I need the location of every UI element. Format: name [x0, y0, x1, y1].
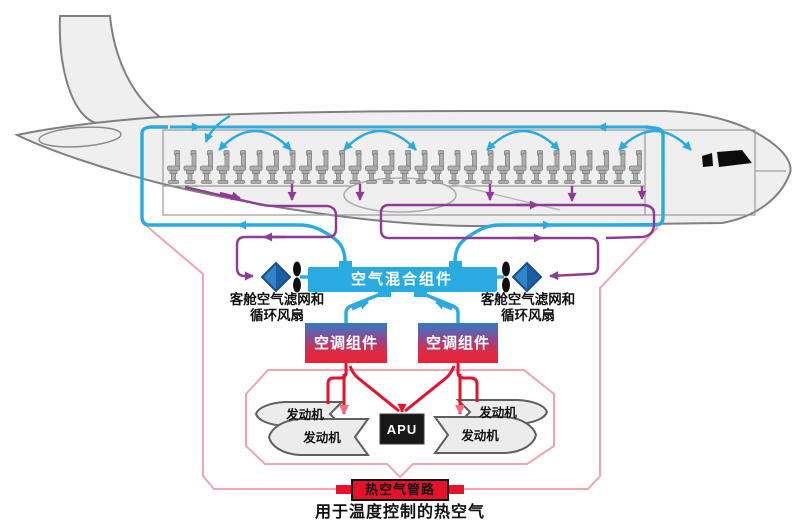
recirc-forward-path [379, 203, 644, 281]
bleed-air-lines [326, 363, 479, 415]
ac-pack-left-label: 空调组件 [314, 334, 378, 352]
engine-left-upper-label: 发动机 [285, 407, 324, 422]
mixing-unit-label: 空气混合组件 [351, 270, 453, 288]
ac-pack-left-box [305, 323, 387, 363]
right-filter-fan: 客舱空气滤网和 循环风扇 [480, 261, 576, 323]
engine-right-lower-label: 发动机 [460, 428, 499, 443]
cockpit-windows [702, 150, 752, 167]
cabin-airflow-arc [204, 114, 231, 143]
filter-icon [511, 261, 543, 293]
recirc-air-lines [184, 184, 656, 281]
cabin-airflow-arc [486, 129, 560, 151]
left-filter-label-line1: 客舱空气滤网和 [229, 291, 325, 307]
recirc-rear-path [184, 185, 338, 281]
air-mixing-unit: 空气混合组件 [308, 261, 497, 297]
left-filter-fan: 客舱空气滤网和 循环风扇 [229, 261, 325, 323]
engine-left-lower-label: 发动机 [302, 430, 341, 445]
ac-pack-right-label: 空调组件 [426, 334, 490, 352]
fan-icon [293, 261, 301, 293]
cabin-airflow-arc [343, 129, 417, 151]
pack-pipe-right [420, 291, 460, 323]
engines [254, 399, 549, 456]
engine-right-lower [433, 416, 538, 454]
mixing-unit-box [308, 267, 497, 292]
apu: APU [379, 413, 425, 445]
engine-left-lower [267, 418, 370, 456]
horizontal-stabilizer [38, 126, 122, 148]
trim-air-left-right-path [142, 222, 659, 490]
left-filter-label-line2: 循环风扇 [250, 307, 304, 323]
hot-air-duct-label: 热空气管路 [365, 482, 435, 497]
hot-air-duct: 热空气管路 用于温度控制的热空气 [315, 479, 485, 521]
apu-box [379, 413, 425, 445]
ac-pack-right-box [418, 323, 498, 363]
wing-fairing [343, 177, 457, 213]
diagram-caption: 用于温度控制的热空气 [315, 502, 485, 521]
right-filter-label-line2: 循环风扇 [501, 307, 555, 323]
filter-icon [260, 261, 292, 293]
cabin-airflow-arc [618, 129, 692, 151]
recirc-forward-elbow [605, 203, 656, 240]
engine-right-upper-label: 发动机 [478, 405, 517, 420]
aircraft-silhouette [13, 15, 792, 228]
hot-air-duct-box [351, 479, 449, 501]
supply-air-lines [140, 114, 692, 323]
pack-pipe-left [344, 291, 384, 323]
apu-label: APU [387, 422, 417, 437]
fan-icon [502, 261, 510, 293]
cabin-airflow-arc [218, 129, 292, 151]
supply-riser-left [140, 125, 347, 263]
trim-air-lines [142, 222, 659, 490]
right-filter-label-line1: 客舱空气滤网和 [480, 291, 576, 307]
engine-bleed-loop [245, 369, 555, 479]
engine-labels: 发动机 发动机 发动机 发动机 [285, 405, 517, 445]
ac-packs: 空调组件 空调组件 [305, 323, 498, 363]
tail-fin [58, 15, 163, 125]
